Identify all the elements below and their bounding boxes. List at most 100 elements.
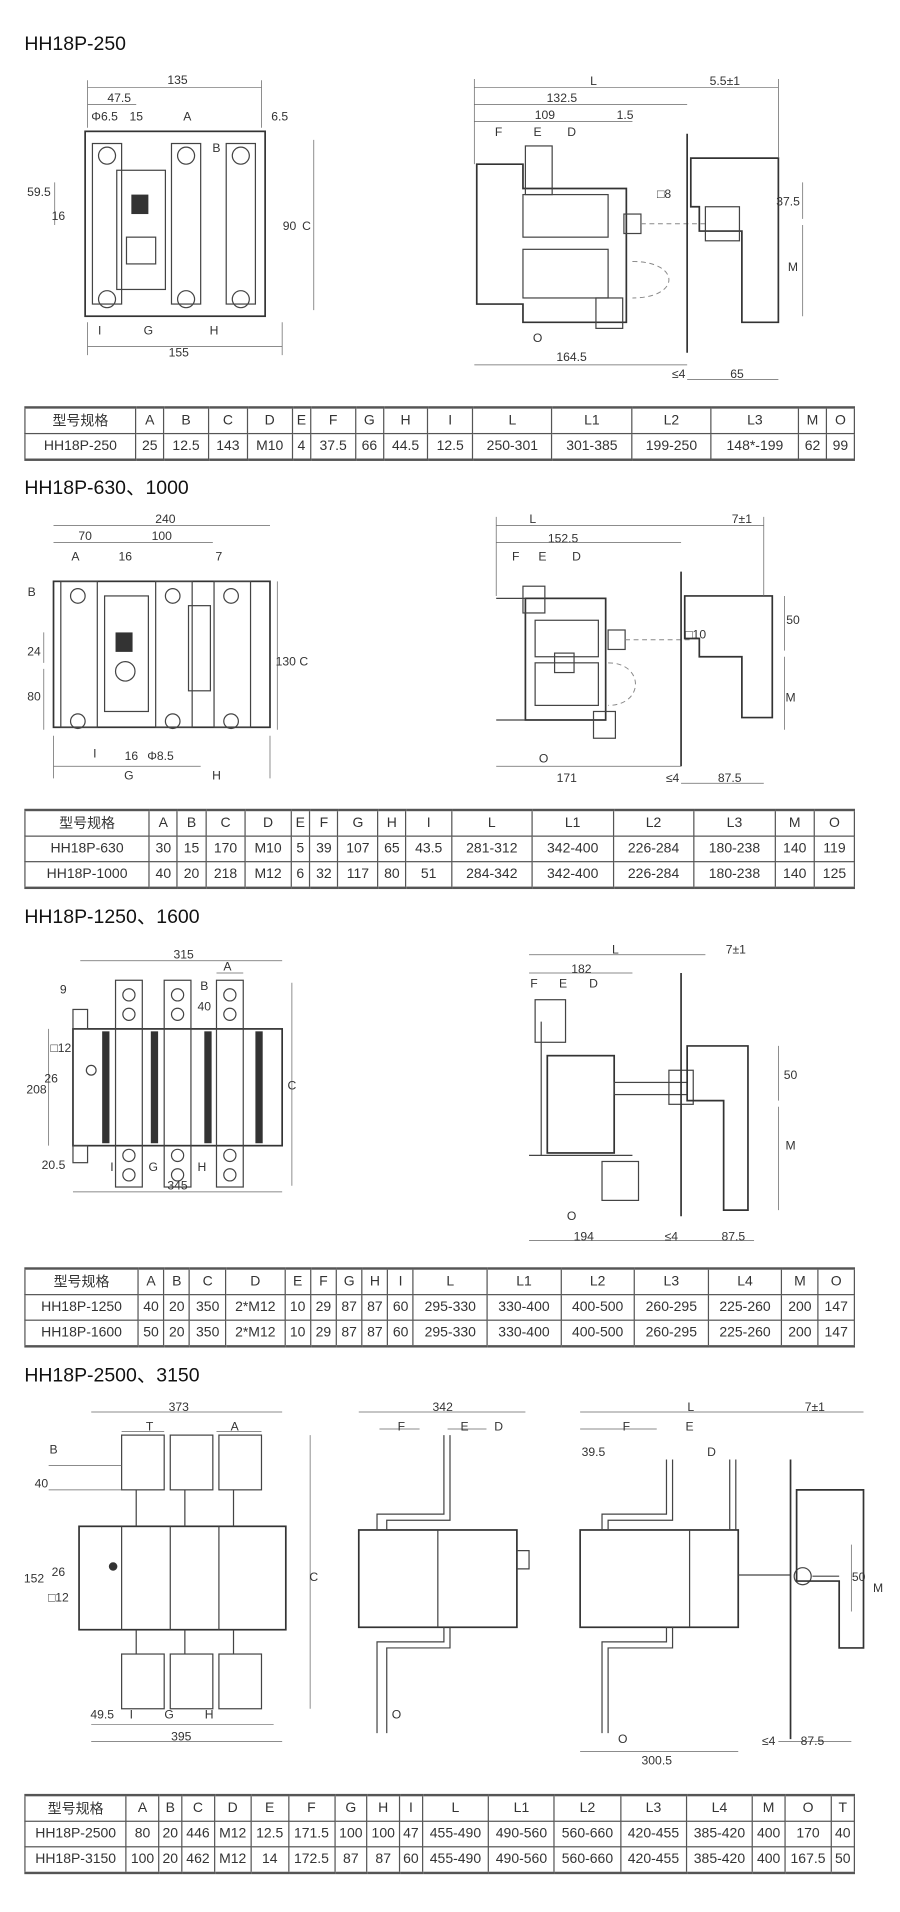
table-cell: 462 bbox=[181, 1846, 215, 1875]
dimension-label: L bbox=[687, 1400, 694, 1414]
dimension-label: 70 bbox=[78, 529, 92, 543]
column-header: B bbox=[158, 1793, 183, 1822]
table-cell: 260-295 bbox=[633, 1319, 709, 1348]
dimension-label: D bbox=[707, 1445, 716, 1459]
table-cell: 100 bbox=[334, 1820, 368, 1848]
dimension-label: F bbox=[530, 977, 537, 991]
column-header: M bbox=[781, 1267, 819, 1296]
dimension-label: 100 bbox=[152, 529, 173, 543]
dimension-label: 7±1 bbox=[805, 1400, 825, 1414]
table-cell: 87 bbox=[335, 1294, 363, 1321]
table-cell: 225-260 bbox=[707, 1319, 783, 1348]
column-header: M bbox=[774, 808, 816, 837]
column-header: H bbox=[382, 406, 429, 435]
dimension-label: H bbox=[197, 1160, 206, 1174]
dimension-label: D bbox=[567, 125, 576, 139]
dimension-label: H bbox=[205, 1707, 214, 1721]
table-cell: 99 bbox=[825, 432, 855, 461]
table-cell: 295-330 bbox=[412, 1294, 488, 1321]
dimension-label: 7 bbox=[216, 550, 223, 564]
dimension-label: 395 bbox=[171, 1729, 192, 1743]
table-cell: 400-500 bbox=[560, 1319, 636, 1348]
dimension-label: 208 bbox=[26, 1082, 47, 1096]
dimension-label: 109 bbox=[535, 108, 556, 122]
drawing-1250-front bbox=[48, 960, 293, 1193]
dimension-label: I bbox=[110, 1160, 113, 1174]
dimension-label: H bbox=[210, 323, 219, 337]
column-header: I bbox=[427, 406, 474, 435]
table-cell: M10 bbox=[244, 835, 292, 863]
table-cell: HH18P-1250 bbox=[24, 1294, 139, 1321]
table-cell: 87 bbox=[335, 1319, 363, 1348]
dimension-label: G bbox=[164, 1707, 173, 1721]
drawing-250-front bbox=[54, 80, 315, 356]
table-cell: 199-250 bbox=[631, 432, 712, 461]
dimension-label: 7±1 bbox=[726, 943, 746, 957]
table-cell: 284-342 bbox=[450, 861, 533, 890]
table-cell: 455-490 bbox=[421, 1846, 490, 1875]
column-header: I bbox=[405, 808, 452, 837]
drawing-630-side bbox=[495, 516, 785, 784]
table-cell: 20 bbox=[158, 1846, 183, 1875]
column-header: L3 bbox=[693, 808, 776, 837]
dimension-label: 26 bbox=[44, 1071, 58, 1085]
dimension-label: 16 bbox=[125, 749, 139, 763]
dimension-label: 152.5 bbox=[548, 531, 579, 545]
column-header: L2 bbox=[560, 1267, 636, 1296]
column-header: H bbox=[377, 808, 407, 837]
dimension-label: O bbox=[618, 1732, 627, 1746]
dimension-label: 59.5 bbox=[27, 185, 51, 199]
table-cell: 29 bbox=[309, 1319, 337, 1348]
dimension-label: 49.5 bbox=[90, 1707, 114, 1721]
table-cell: 15 bbox=[176, 835, 207, 863]
column-header: D bbox=[213, 1793, 252, 1822]
dimension-label: F bbox=[512, 550, 519, 564]
column-header: C bbox=[181, 1793, 215, 1822]
table-cell: 330-400 bbox=[486, 1319, 562, 1348]
dimension-label: E bbox=[534, 125, 542, 139]
table-cell: 60 bbox=[387, 1319, 415, 1348]
dimension-label: 155 bbox=[169, 345, 190, 359]
column-header: E bbox=[284, 1267, 312, 1296]
dimension-label: G bbox=[149, 1160, 158, 1174]
column-header: D bbox=[246, 406, 293, 435]
table-cell: 342-400 bbox=[531, 861, 614, 890]
dimension-label: 40 bbox=[35, 1476, 49, 1490]
dimension-label: 182 bbox=[571, 962, 592, 976]
dimension-label: I bbox=[93, 747, 96, 761]
table-cell: 60 bbox=[387, 1294, 415, 1321]
column-header: A bbox=[125, 1793, 160, 1822]
drawing-2500-side-handle bbox=[579, 1411, 865, 1752]
column-header: L2 bbox=[553, 1793, 622, 1822]
dimension-label: 87.5 bbox=[722, 1230, 746, 1244]
dimension-label: 87.5 bbox=[801, 1734, 825, 1748]
table-cell: 446 bbox=[181, 1820, 215, 1848]
table-cell: HH18P-1600 bbox=[24, 1319, 139, 1348]
drawing-250-side bbox=[473, 79, 804, 380]
table-cell: 400-500 bbox=[560, 1294, 636, 1321]
column-header: L2 bbox=[631, 406, 712, 435]
dimension-label: D bbox=[572, 550, 581, 564]
section-title: HH18P-250 bbox=[24, 34, 127, 55]
table-cell: 40 bbox=[830, 1820, 855, 1848]
dimension-label: C bbox=[309, 1570, 318, 1584]
table-cell: 14 bbox=[250, 1846, 289, 1875]
dimension-label: 6.5 bbox=[271, 109, 288, 123]
column-header: B bbox=[176, 808, 207, 837]
column-header: O bbox=[817, 1267, 855, 1296]
dimension-label: 171 bbox=[557, 771, 578, 785]
column-header: E bbox=[250, 1793, 289, 1822]
table-cell: 385-420 bbox=[685, 1846, 754, 1875]
column-header: 型号规格 bbox=[24, 1267, 139, 1296]
dimension-label: O bbox=[567, 1209, 576, 1223]
table-cell: 62 bbox=[798, 432, 828, 461]
